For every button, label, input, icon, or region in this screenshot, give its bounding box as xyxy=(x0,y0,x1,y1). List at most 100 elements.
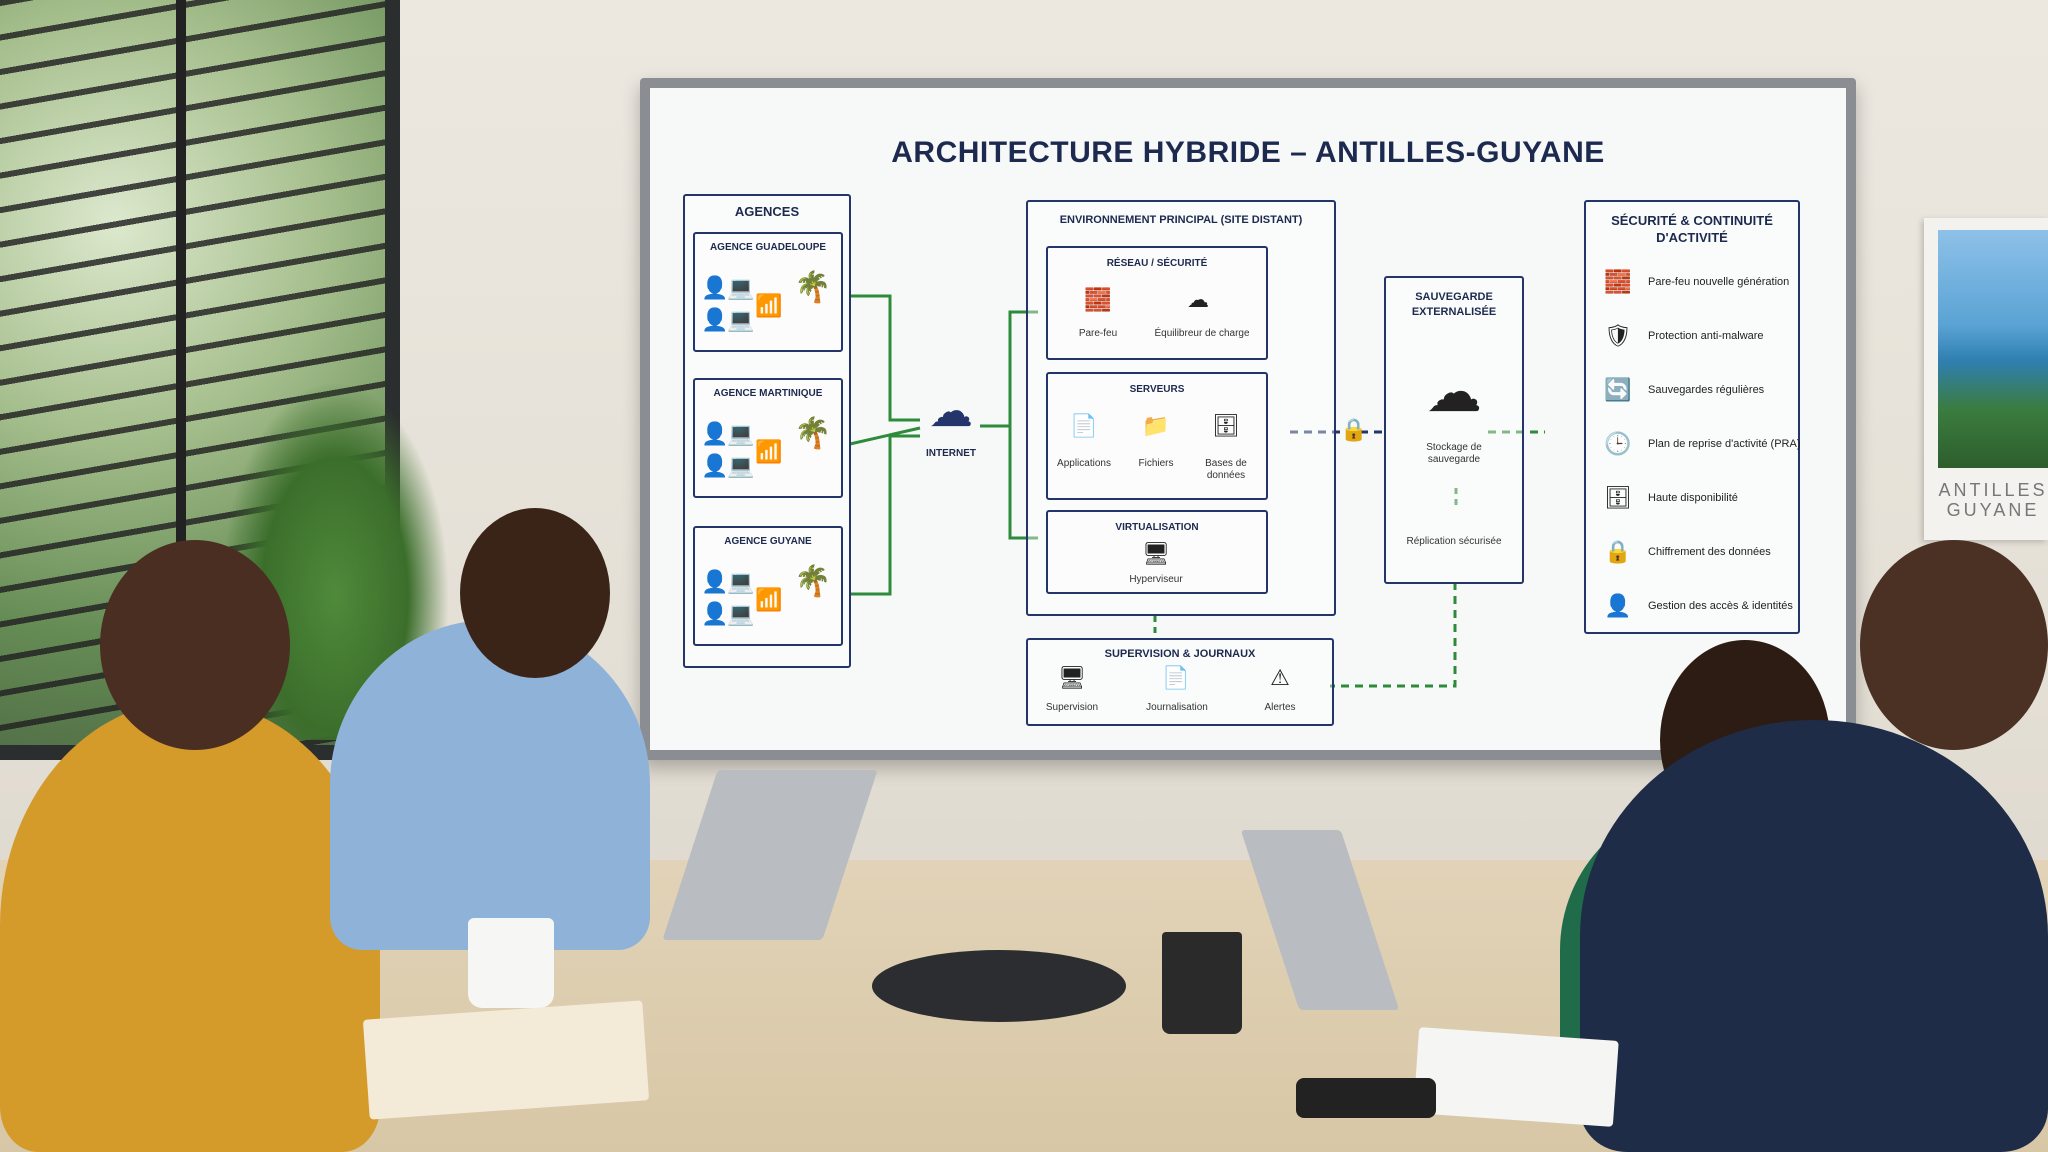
virtualisation-title: VIRTUALISATION xyxy=(1115,522,1199,533)
load-balancer-icon: ☁ xyxy=(1187,287,1209,312)
agence-guyane: AGENCE GUYANE 👤 💻 👤 💻 📶 🌴 xyxy=(693,526,843,646)
monitor-icon: 🖥 xyxy=(1058,665,1086,690)
securite-item-label: Pare-feu nouvelle génération xyxy=(1648,276,1790,288)
serveurs-box: SERVEURS 📄 Applications 📁 Fichiers 🗄 Bas… xyxy=(1046,372,1268,500)
internet-label: INTERNET xyxy=(926,448,976,459)
agence-label: AGENCE MARTINIQUE xyxy=(713,388,823,399)
securite-item: 🔒 Chiffrement des données xyxy=(1604,538,1800,568)
securite-item: 🕒 Plan de reprise d'activité (PRA) xyxy=(1604,430,1800,460)
replication-label: Réplication sécurisée xyxy=(1406,536,1502,547)
hyperviseur-label: Hyperviseur xyxy=(1129,574,1183,585)
connector-martinique xyxy=(849,426,921,446)
person-man-navy-shirt xyxy=(1580,720,2048,1152)
user-icon: 👤 xyxy=(701,307,729,332)
wifi-icon: 📶 xyxy=(755,293,783,318)
lock-icon: 🔒 xyxy=(1604,539,1632,564)
firewall-icon: 🧱 xyxy=(1084,287,1112,312)
securite-item: 🔄 Sauvegardes régulières xyxy=(1604,376,1800,406)
reseau-securite-box: RÉSEAU / SÉCURITÉ 🧱 Pare-feu ☁ Équilibre… xyxy=(1046,246,1268,360)
connector-sauvegarde-supervision xyxy=(1330,582,1457,688)
poster: ANTILLES GUYANE xyxy=(1924,218,2048,540)
agence-label: AGENCE GUYANE xyxy=(724,536,812,547)
supervision-label: Supervision xyxy=(1045,702,1099,713)
securite-item-label: Haute disponibilité xyxy=(1648,492,1738,504)
whiteboard: ARCHITECTURE HYBRIDE – ANTILLES-GUYANE xyxy=(640,78,1856,760)
equilibreur-label: Équilibreur de charge xyxy=(1154,328,1250,339)
connector-lines xyxy=(849,294,1545,688)
fichiers-label: Fichiers xyxy=(1138,458,1174,469)
connector-guadeloupe xyxy=(850,294,920,422)
notebook xyxy=(1413,1027,1619,1127)
env-principal-panel: ENVIRONNEMENT PRINCIPAL (SITE DISTANT) R… xyxy=(1026,200,1336,616)
cloud-lock-icon: ☁ xyxy=(1426,360,1482,423)
wifi-icon: 📶 xyxy=(755,439,783,464)
connector-internet-reseau xyxy=(980,310,1038,428)
securite-item-label: Chiffrement des données xyxy=(1648,546,1771,558)
person-man-blue-shirt xyxy=(330,620,650,950)
hut-palm-icon: 🌴 xyxy=(794,565,832,598)
securite-item: 🗄 Haute disponibilité xyxy=(1604,484,1800,514)
hypervisor-icon: 🖥 xyxy=(1142,541,1170,566)
securite-item: 🛡 Protection anti-malware xyxy=(1604,322,1800,352)
securite-item: 👤 Gestion des accès & identités xyxy=(1604,592,1800,622)
shield-icon: 🛡 xyxy=(1604,323,1632,348)
pare-feu-label: Pare-feu xyxy=(1078,328,1118,339)
person-head xyxy=(460,508,610,678)
applications-icon: 📄 xyxy=(1070,413,1098,438)
alert-icon: ⚠ xyxy=(1270,665,1290,690)
poster-text: ANTILLES GUYANE xyxy=(1938,480,2048,520)
supervision-panel: SUPERVISION & JOURNAUX 🖥 Supervision 📄 J… xyxy=(1026,638,1334,726)
folder-icon: 📁 xyxy=(1142,413,1170,438)
securite-title: SÉCURITÉ & CONTINUITÉ D'ACTIVITÉ xyxy=(1611,213,1773,245)
agence-martinique: AGENCE MARTINIQUE 👤 💻 👤 💻 📶 🌴 xyxy=(693,378,843,498)
poster-photo xyxy=(1938,230,2048,468)
sauvegarde-panel: SAUVEGARDE EXTERNALISÉE ☁ Stockage de sa… xyxy=(1384,276,1524,584)
laptop-icon: 💻 xyxy=(727,601,755,626)
env-title: ENVIRONNEMENT PRINCIPAL (SITE DISTANT) xyxy=(1059,214,1303,226)
securite-panel: SÉCURITÉ & CONTINUITÉ D'ACTIVITÉ 🧱 Pare-… xyxy=(1584,200,1801,634)
laptop-icon: 💻 xyxy=(727,307,755,332)
window-mullion xyxy=(176,0,186,745)
agences-title: AGENCES xyxy=(734,204,800,219)
supervision-title: SUPERVISION & JOURNAUX xyxy=(1104,648,1256,660)
agences-panel: AGENCES AGENCE GUADELOUPE 👤 💻 👤 💻 📶 🌴 AG… xyxy=(683,194,851,668)
coffee-mug xyxy=(468,918,554,1008)
bases-label: Bases de données xyxy=(1205,458,1247,481)
building-palm-icon: 🌴 xyxy=(794,271,832,304)
user-icon: 👤 xyxy=(701,421,729,446)
securite-item: 🧱 Pare-feu nouvelle génération xyxy=(1604,268,1800,298)
server-icon: 🗄 xyxy=(1604,485,1632,510)
user-icon: 👤 xyxy=(701,601,729,626)
journalisation-label: Journalisation xyxy=(1146,702,1208,713)
virtualisation-box: VIRTUALISATION 🖥 Hyperviseur xyxy=(1046,510,1268,594)
pen-holder xyxy=(1162,932,1242,1034)
conference-speaker xyxy=(872,950,1126,1022)
sync-icon: 🔄 xyxy=(1604,377,1632,402)
laptop-icon: 💻 xyxy=(727,569,755,594)
agence-guadeloupe: AGENCE GUADELOUPE 👤 💻 👤 💻 📶 🌴 xyxy=(693,232,843,352)
board-title: ARCHITECTURE HYBRIDE – ANTILLES-GUYANE xyxy=(891,136,1605,169)
stockage-label: Stockage de sauvegarde xyxy=(1426,442,1482,465)
cloud-lock-icon: ☁ xyxy=(929,387,973,436)
serveurs-title: SERVEURS xyxy=(1129,384,1185,395)
securite-item-label: Plan de reprise d'activité (PRA) xyxy=(1648,438,1801,450)
person-head xyxy=(100,540,290,750)
securite-item-label: Gestion des accès & identités xyxy=(1648,600,1793,612)
database-icon: 🗄 xyxy=(1212,413,1240,438)
person-head xyxy=(1860,540,2048,750)
user-icon: 👤 xyxy=(1604,593,1632,618)
connector-internet-virtualisation xyxy=(1008,426,1038,540)
user-icon: 👤 xyxy=(701,569,729,594)
wifi-icon: 📶 xyxy=(755,587,783,612)
alertes-label: Alertes xyxy=(1264,702,1296,713)
connector-guyane xyxy=(850,434,920,596)
notebook xyxy=(362,1000,650,1120)
whiteboard-surface: ARCHITECTURE HYBRIDE – ANTILLES-GUYANE xyxy=(650,88,1846,750)
clock-icon: 🕒 xyxy=(1604,431,1632,456)
document-icon: 📄 xyxy=(1162,665,1190,690)
laptop-icon: 💻 xyxy=(727,275,755,300)
laptop-icon: 💻 xyxy=(727,453,755,478)
building-palm-icon: 🌴 xyxy=(794,417,832,450)
agence-label: AGENCE GUADELOUPE xyxy=(709,242,827,253)
